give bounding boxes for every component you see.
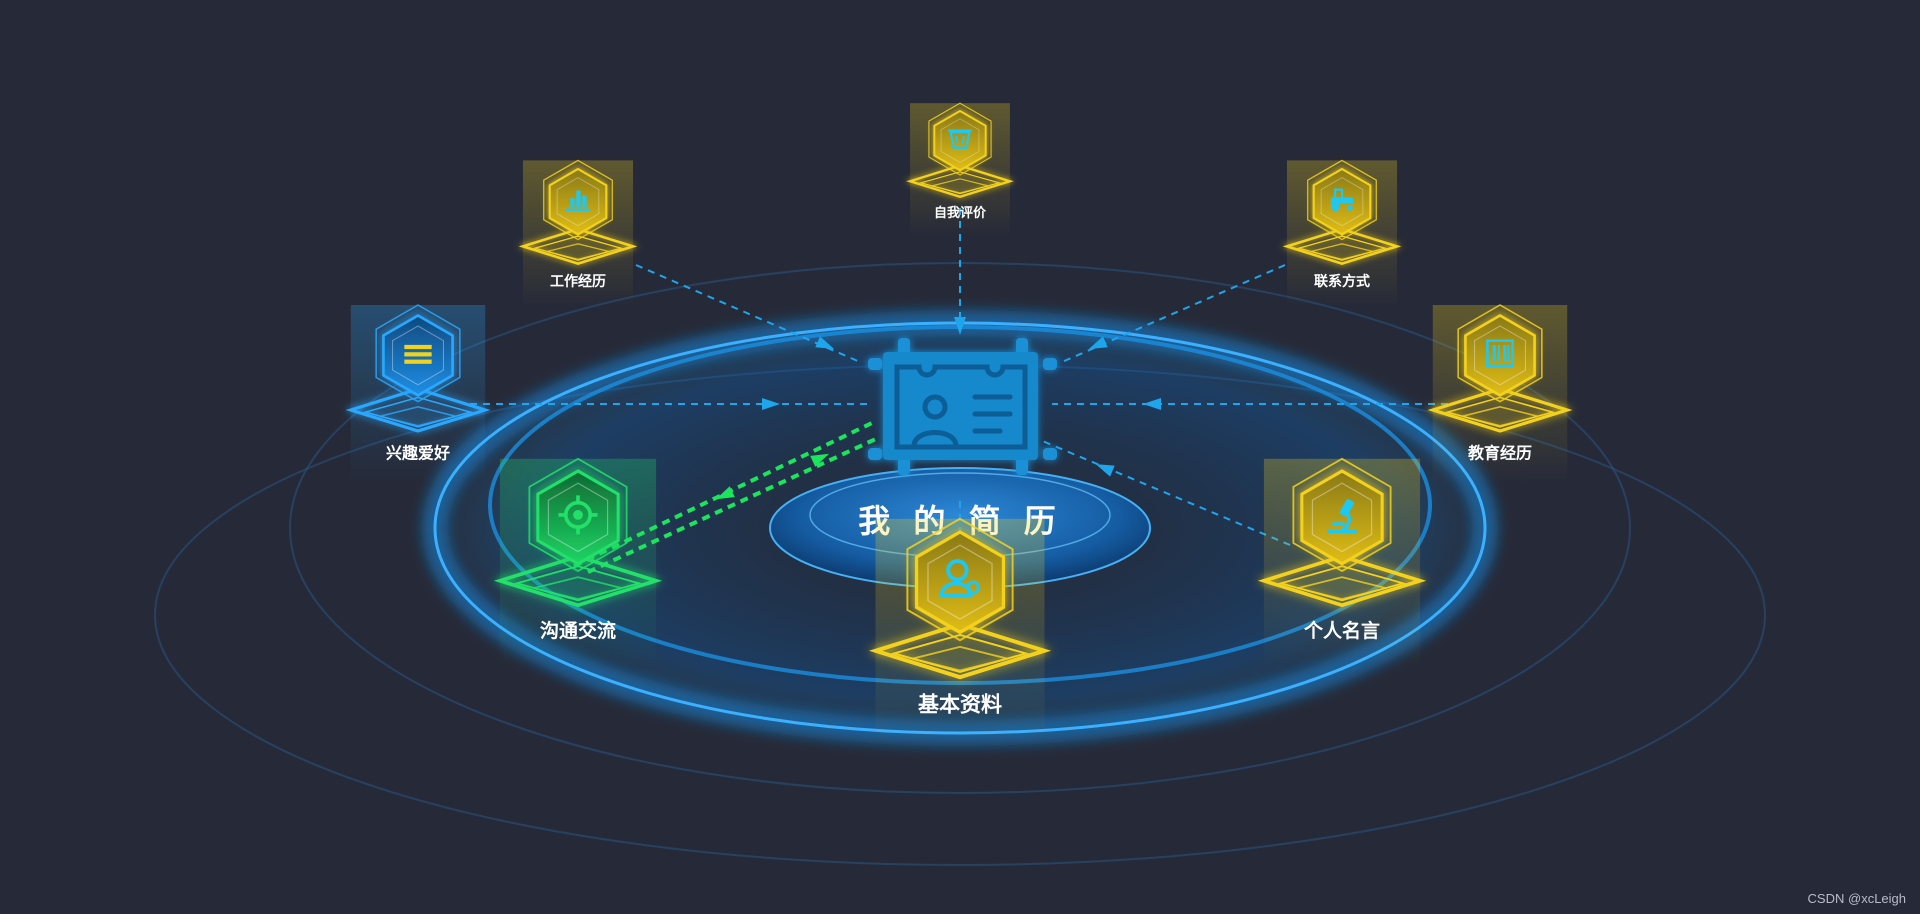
bar-chart-icon: [565, 190, 591, 212]
node-label: 个人名言: [1303, 619, 1380, 642]
node-communication[interactable]: 沟通交流: [493, 457, 663, 667]
arrow-communication-return: [715, 486, 735, 500]
list-icon: [404, 344, 432, 364]
node-contact-base-core: [1310, 243, 1374, 260]
node-label: 工作经历: [550, 273, 606, 290]
node-contact-base: [1282, 227, 1402, 265]
arrow-quote: [1095, 464, 1115, 477]
node-education-base: [1427, 387, 1573, 433]
user-settings-icon: [939, 559, 981, 598]
watermark: CSDN @xcLeigh: [1807, 891, 1906, 906]
link-communication: [587, 435, 881, 574]
node-basic-base: [868, 622, 1052, 680]
node-contact[interactable]: 联系方式: [1282, 159, 1402, 307]
node-label: 沟通交流: [540, 619, 616, 642]
node-label: 兴趣爱好: [386, 443, 450, 462]
link-contact: [1061, 264, 1286, 363]
microscope-icon: [1327, 499, 1357, 534]
arrow-contact: [1088, 336, 1108, 349]
node-communication-hex-inner: [547, 482, 609, 553]
node-work-base-core: [546, 243, 610, 260]
node-hobby-hex-inner: [392, 325, 444, 386]
tractor-icon: [1330, 188, 1354, 212]
node-quote-hex: [1300, 469, 1384, 566]
node-hobby-hex-outer: [375, 304, 461, 403]
node-hobby-base: [345, 387, 491, 433]
node-education-hex-inner: [1474, 325, 1526, 386]
arrow-education: [1143, 398, 1162, 410]
node-self-eval-hex: [933, 109, 987, 172]
node-communication-base-core: [533, 576, 623, 601]
node-education-hex-outer: [1457, 304, 1543, 403]
node-basic[interactable]: 基本资料: [868, 517, 1052, 744]
node-basic-hex-outer: [906, 517, 1014, 642]
node-label: 基本资料: [918, 692, 1002, 717]
node-hobby-base-core: [380, 406, 456, 427]
node-contact-hex-inner: [1320, 177, 1364, 227]
target-icon: [558, 495, 598, 535]
node-work-hex-outer: [543, 159, 613, 241]
node-communication-base: [493, 554, 663, 608]
node-quote[interactable]: 个人名言: [1257, 457, 1427, 667]
arrow-work: [815, 336, 835, 349]
node-contact-hex-outer: [1307, 159, 1377, 241]
arrow-self-eval: [954, 316, 966, 335]
node-education[interactable]: 教育经历: [1427, 304, 1573, 484]
node-work-base: [518, 227, 638, 265]
node-basic-hex-inner: [927, 544, 993, 620]
link-work: [635, 264, 861, 363]
node-work[interactable]: 工作经历: [518, 159, 638, 307]
node-self-eval-base: [906, 164, 1014, 199]
node-quote-base: [1257, 554, 1427, 608]
node-communication-hex-outer: [528, 457, 628, 573]
node-self-eval-base-core: [931, 178, 989, 194]
barcode-icon: [1486, 339, 1514, 368]
node-self-eval-hex-outer: [928, 102, 992, 176]
node-label: 教育经历: [1468, 443, 1532, 462]
node-self-eval[interactable]: 自我评价: [906, 102, 1014, 236]
node-label: 自我评价: [934, 205, 987, 221]
node-label: 联系方式: [1314, 273, 1370, 290]
basket-icon: [948, 129, 972, 149]
node-quote-base-core: [1297, 576, 1387, 601]
node-self-eval-hex-inner: [940, 118, 980, 163]
node-education-base-core: [1462, 406, 1538, 427]
link-quote: [1039, 439, 1291, 546]
node-basic-base-core: [912, 645, 1008, 672]
node-quote-hex-inner: [1311, 482, 1373, 553]
resume-card[interactable]: [868, 338, 1057, 475]
arrow-hobby: [761, 398, 780, 410]
node-hobby[interactable]: 兴趣爱好: [345, 304, 491, 484]
node-work-hex-inner: [556, 177, 600, 227]
node-quote-hex-outer: [1292, 457, 1392, 573]
arrow-communication: [810, 453, 830, 467]
